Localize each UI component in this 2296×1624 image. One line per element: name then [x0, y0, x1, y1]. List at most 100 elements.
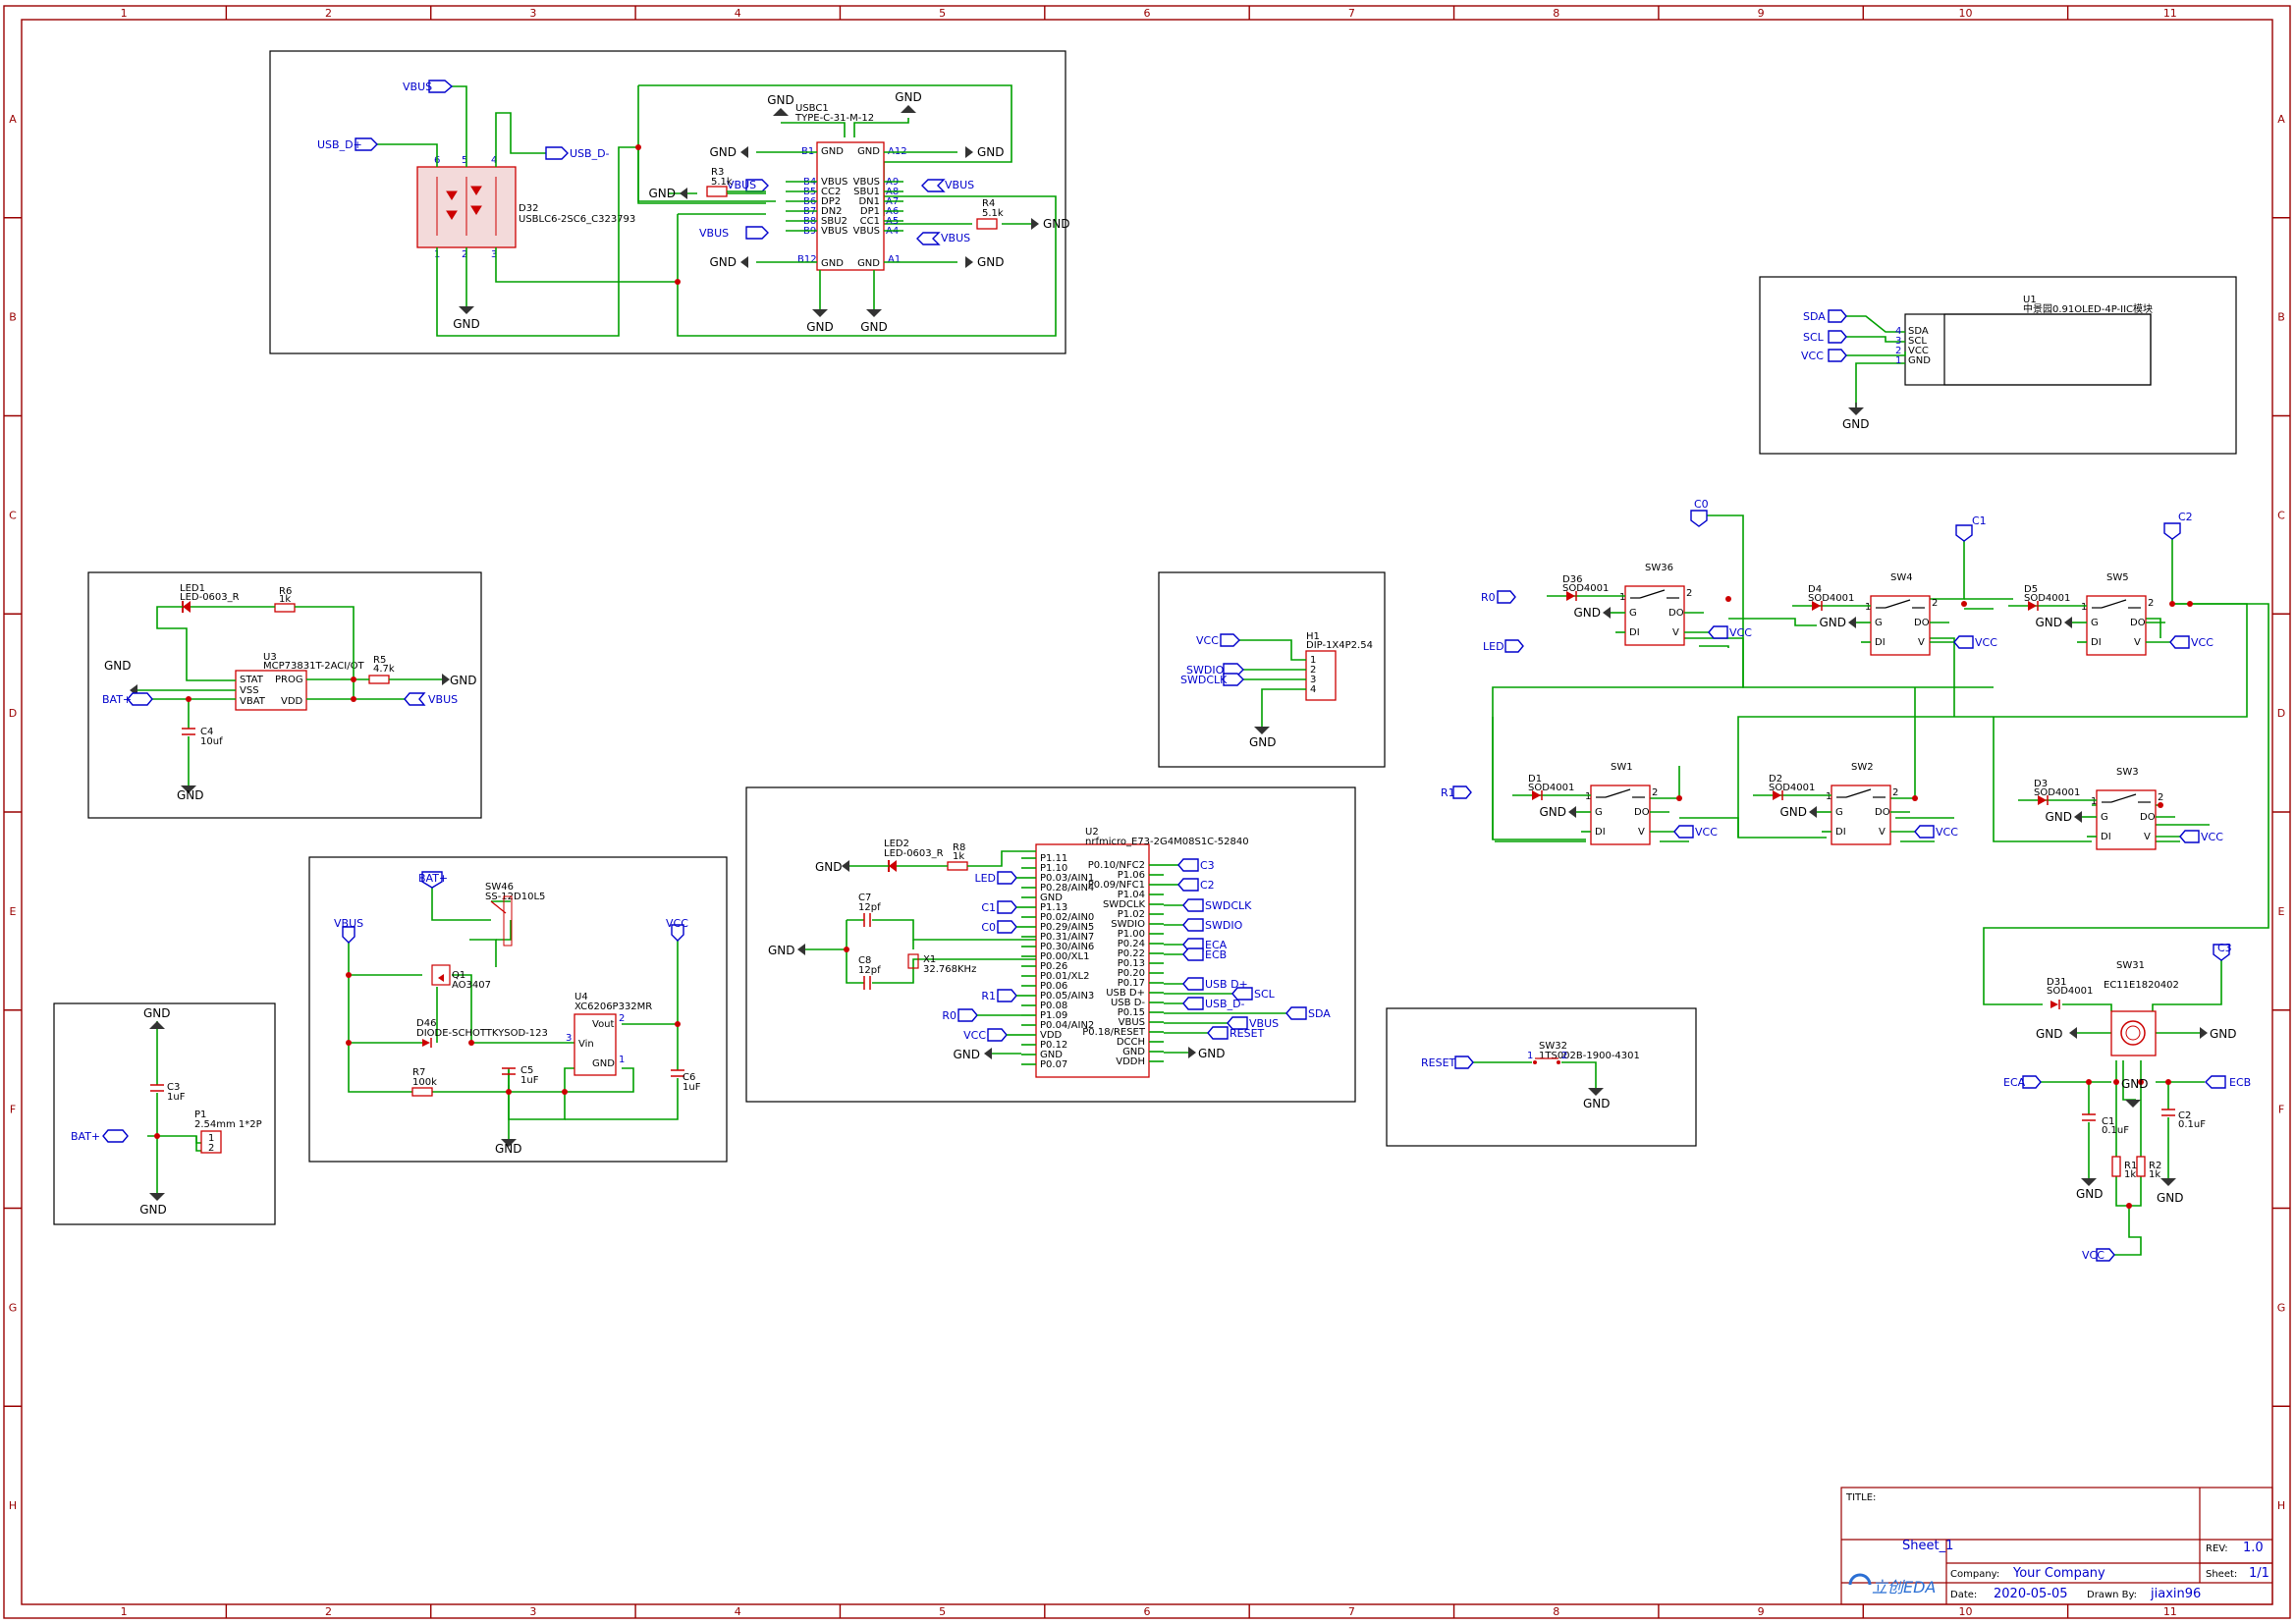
p1-ref: P1: [194, 1110, 206, 1120]
r3-value: 5.1k: [711, 177, 733, 188]
u2-right-net-label: C3: [1200, 859, 1215, 872]
sw32-pin2: 2: [1561, 1051, 1567, 1061]
r2-value: 1k: [2149, 1169, 2160, 1180]
batconn-gnd2-label: GND: [139, 1203, 167, 1217]
charger-gnd3-label: GND: [177, 788, 204, 802]
u2-right-pin-name: P1.04: [1118, 890, 1145, 900]
title-block: TITLE: Sheet_1 REV: 1.0 Company: Your Co…: [1840, 1487, 2273, 1605]
u2-left-net-label: VCC: [963, 1029, 986, 1042]
usbc1-pin-text: VBUS: [853, 226, 880, 237]
frame-row-label: D: [2277, 707, 2285, 720]
h1-pin: 1: [1310, 655, 1316, 666]
switch-vcc-label: VCC: [1975, 636, 1997, 649]
usbc1-pin-text: GND: [821, 146, 844, 157]
frame-col-label: 10: [1958, 7, 1972, 20]
c5-value: 1uF: [520, 1075, 539, 1086]
mcu-gnd2-label: GND: [768, 944, 795, 957]
enc-gnd-c2-label: GND: [2157, 1191, 2184, 1205]
gnd-label: GND: [977, 255, 1005, 269]
u2-left-net-label: R0: [942, 1009, 957, 1022]
u2-left-pin-name: P0.03/AIN1: [1040, 873, 1094, 884]
u2-body: [1035, 843, 1150, 1078]
u3-prog: PROG: [275, 675, 303, 685]
u2-right-pin-name: P0.13: [1118, 958, 1145, 969]
charger-gnd2-label: GND: [450, 674, 477, 687]
diode-ref: D2: [1769, 774, 1782, 785]
frame-row-label: E: [10, 905, 17, 918]
enc-gnd-c1-label: GND: [2076, 1187, 2104, 1201]
matrix-r1-label: R1: [1441, 786, 1455, 799]
gnd-icon: GND: [709, 145, 748, 159]
gnd-label: GND: [895, 90, 922, 104]
reset-gnd-label: GND: [1583, 1097, 1611, 1110]
enc-gnd-left-label: GND: [2036, 1027, 2063, 1041]
u2-right-net-label: ECA: [1205, 939, 1228, 951]
swd-vcc-label: VCC: [1196, 634, 1219, 647]
gnd-icon: [1848, 403, 1864, 415]
c4-value: 10uf: [200, 736, 223, 747]
switch-pin-di: DI: [1835, 827, 1846, 838]
c7-value: 12pf: [858, 902, 881, 913]
u2-left-pin-name: P0.28/AIN4: [1040, 883, 1094, 893]
u2-left-pin-name: P0.07: [1040, 1059, 1067, 1070]
r5-ref: R5: [373, 655, 386, 666]
u2-right-pin-name: GND: [1122, 1047, 1145, 1057]
u2-right-pin-name: SWDCLK: [1103, 899, 1145, 910]
diode-array-icon: [436, 177, 497, 236]
u4-gnd: GND: [592, 1058, 615, 1069]
switch-pin-di: DI: [2091, 637, 2102, 648]
r1-resistor: [2111, 1156, 2121, 1177]
enc-vcc-label: VCC: [2082, 1249, 2105, 1262]
gnd-icon: GND: [965, 255, 1005, 269]
diode-ref: D36: [1562, 574, 1582, 585]
frame-row-label: A: [2277, 113, 2285, 126]
logo-text: 立创EDA: [1872, 1578, 1936, 1597]
rev-label: REV:: [2206, 1543, 2228, 1554]
h1-pin: 2: [1310, 665, 1316, 676]
u2-right-pin-name: P0.18/RESET: [1082, 1027, 1146, 1038]
frame-col-label: 1: [121, 7, 128, 20]
frame-col-label: 11: [2163, 7, 2177, 20]
led2-value: LED-0603_R: [884, 848, 944, 859]
c8-ref: C8: [858, 955, 871, 966]
gnd-icon: GND: [965, 145, 1005, 159]
switch-pin2: 2: [1892, 787, 1898, 798]
switch-pin-g: G: [1595, 807, 1603, 818]
frame-col-label: 4: [735, 1605, 741, 1618]
d32-value: USBLC6-2SC6_C323793: [519, 214, 635, 225]
frame-col-label: 2: [325, 1605, 332, 1618]
u2-right-pin-name: P0.10/NFC2: [1088, 860, 1145, 871]
reset-section: SW32 1TS002B-1900-4301 1 2 RESET GND: [1386, 1007, 1697, 1147]
frame-col-label: 8: [1553, 7, 1559, 20]
frame-col-label: 9: [1758, 7, 1765, 20]
switch-pin2: 2: [1686, 588, 1692, 599]
enc-gnd-right-label: GND: [2210, 1027, 2237, 1041]
sheet-number: 1/1: [2249, 1566, 2269, 1581]
frame-row-label: C: [2277, 509, 2285, 521]
reset-net-label: RESET: [1421, 1056, 1456, 1069]
easyeda-logo: 立创EDA: [1848, 1573, 1936, 1597]
frame-row-label: F: [2278, 1104, 2284, 1116]
switch-pin-g: G: [2091, 618, 2099, 628]
d31-ref: D31: [2047, 977, 2066, 988]
u2-right-pin-name: P0.24: [1118, 939, 1145, 949]
switch-pin-v: V: [1672, 627, 1679, 638]
switch-pin1: 1: [1826, 791, 1831, 802]
u2-right-net-label: SDA: [1308, 1007, 1331, 1020]
diode-value: SOD4001: [1808, 593, 1854, 604]
r2-ref: R2: [2149, 1161, 2161, 1171]
gnd-icon: GND: [2045, 810, 2082, 824]
r6-value: 1k: [279, 594, 291, 605]
frame-col-label: 5: [939, 1605, 946, 1618]
batconn-gnd-label: GND: [143, 1006, 171, 1020]
switch-pin-di: DI: [1875, 637, 1886, 648]
usbc1-pin-text: A1: [888, 254, 901, 265]
switch-gnd-label: GND: [1573, 606, 1601, 620]
gnd-icon: GND: [1573, 606, 1611, 620]
c3-value: 1uF: [167, 1092, 186, 1103]
u2-left-pin-name: P0.04/AIN2: [1040, 1020, 1094, 1031]
diode-ref: D1: [1528, 774, 1542, 785]
switch-pin-do: DO: [1668, 608, 1684, 619]
